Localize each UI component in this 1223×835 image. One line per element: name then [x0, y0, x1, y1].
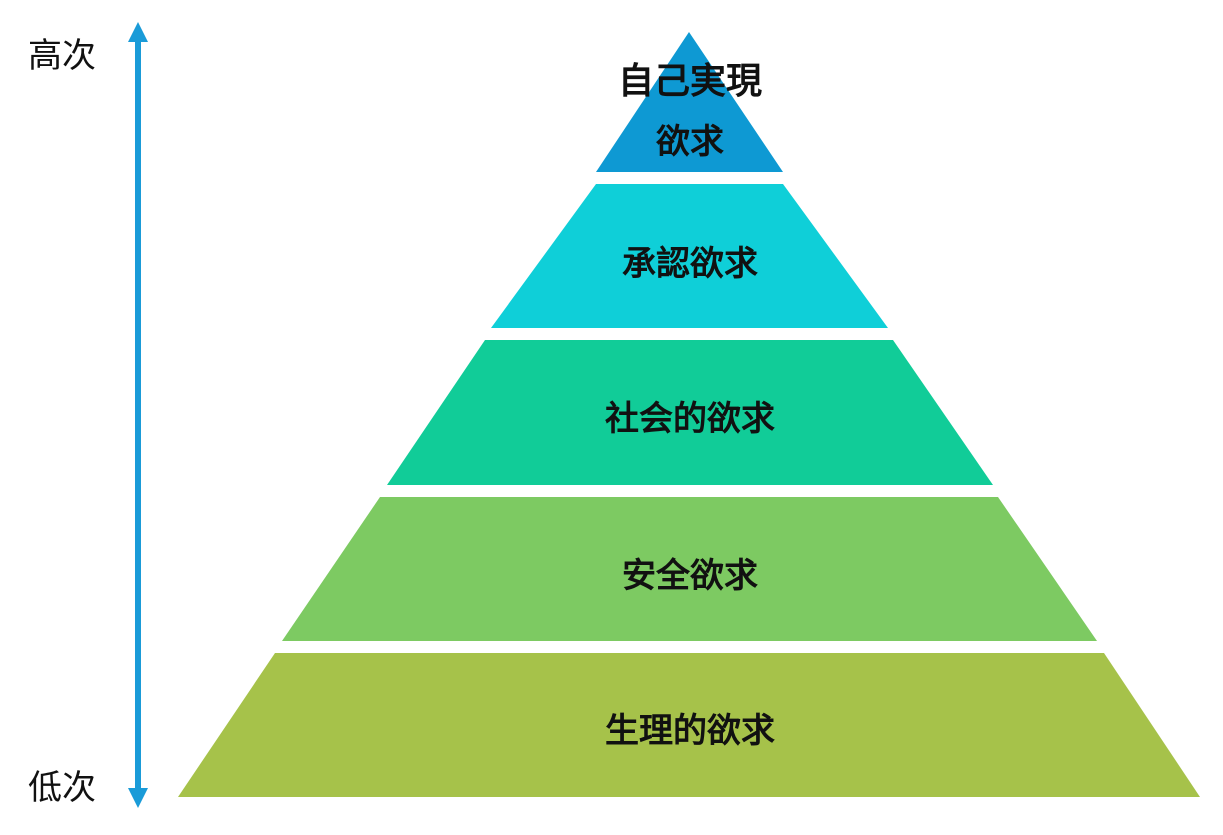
- low-order-label: 低次: [28, 768, 96, 808]
- tier-label-physiological: 生理的欲求: [605, 711, 775, 751]
- hierarchy-arrow: [128, 22, 148, 808]
- tier-safety: [282, 497, 1097, 641]
- tier-social: [387, 340, 993, 485]
- tier-label-social: 社会的欲求: [605, 399, 775, 439]
- tier-esteem: [491, 184, 888, 328]
- tier-self-actualization: [596, 32, 783, 172]
- tier-physiological: [178, 653, 1200, 797]
- tier-label-safety: 安全欲求: [622, 556, 758, 596]
- high-order-label: 高次: [28, 36, 96, 76]
- tier-label-esteem: 承認欲求: [622, 244, 758, 284]
- tier-label-self-actualization-line2: 欲求: [656, 122, 724, 162]
- tier-label-self-actualization-line1: 自己実現: [617, 61, 763, 102]
